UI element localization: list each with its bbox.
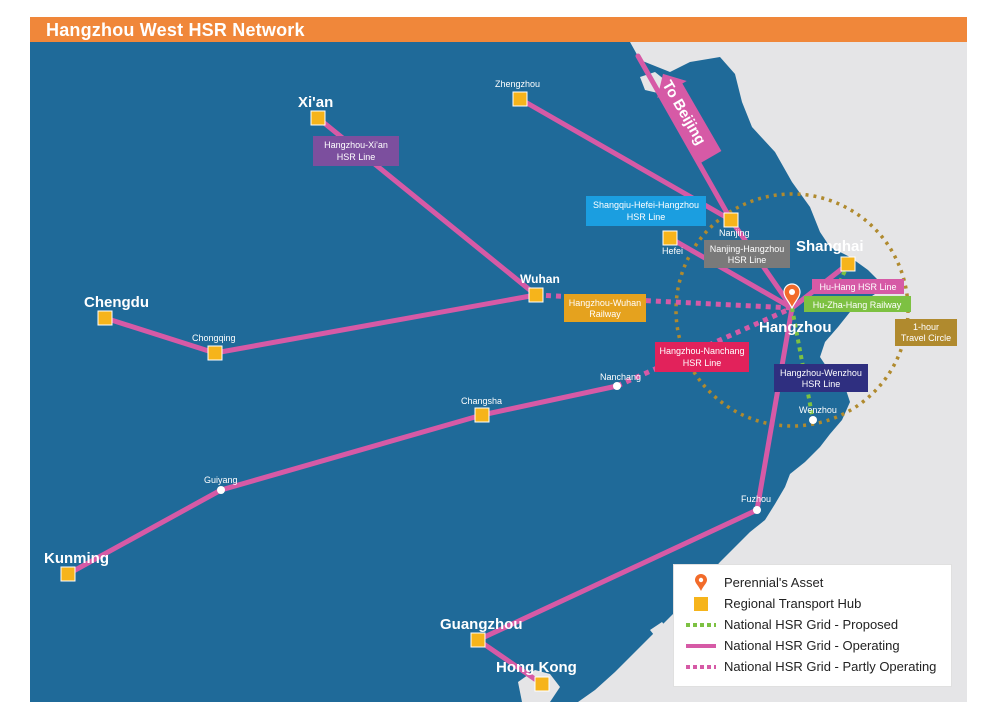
city-label-hangzhou: Hangzhou bbox=[759, 319, 832, 336]
svg-text:Hangzhou-Wuhan: Hangzhou-Wuhan bbox=[569, 298, 641, 308]
hub-hefei bbox=[662, 230, 678, 246]
label-box-huhang-line: Hu-Hang HSR Line bbox=[812, 279, 904, 294]
line-kunming-guiyang bbox=[65, 487, 224, 577]
hub-xian bbox=[310, 110, 326, 126]
city-label-guiyang: Guiyang bbox=[204, 475, 238, 485]
map-title: Hangzhou West HSR Network bbox=[46, 20, 305, 40]
hub-zhengzhou bbox=[512, 91, 528, 107]
city-label-wuhan: Wuhan bbox=[520, 272, 560, 286]
coast-detail bbox=[650, 622, 670, 640]
hub-shanghai bbox=[840, 256, 856, 272]
hub-chongqing bbox=[207, 345, 223, 361]
station-nanchang bbox=[613, 382, 621, 390]
svg-text:HSR Line: HSR Line bbox=[683, 358, 722, 368]
header-bar: Hangzhou West HSR Network bbox=[30, 17, 967, 42]
svg-text:Hu-Hang HSR Line: Hu-Hang HSR Line bbox=[819, 282, 896, 292]
line-chengdu-chongqing bbox=[102, 315, 218, 356]
legend-label-partly: National HSR Grid - Partly Operating bbox=[724, 659, 937, 674]
city-label-nanchang: Nanchang bbox=[600, 372, 641, 382]
hub-changsha bbox=[474, 407, 490, 423]
legend-label-asset: Perennial's Asset bbox=[724, 575, 824, 590]
hub-hongkong bbox=[534, 676, 550, 692]
city-label-nanjing: Nanjing bbox=[719, 228, 750, 238]
line-chongqing-wuhan bbox=[212, 292, 539, 356]
hub-kunming bbox=[60, 566, 76, 582]
asset-pin-icon bbox=[695, 574, 707, 591]
station-guiyang bbox=[217, 486, 225, 494]
svg-text:Shangqiu-Hefei-Hangzhou: Shangqiu-Hefei-Hangzhou bbox=[593, 200, 699, 210]
legend-row-asset: Perennial's Asset bbox=[674, 573, 951, 593]
station-fuzhou bbox=[753, 506, 761, 514]
svg-text:HSR Line: HSR Line bbox=[802, 379, 841, 389]
label-box-travel-circle: 1-hour Travel Circle bbox=[895, 319, 957, 346]
label-box-huzhahang-line: Hu-Zha-Hang Railway bbox=[804, 296, 911, 312]
operating-line-icon bbox=[686, 644, 716, 648]
hub-square-icon bbox=[694, 597, 708, 611]
city-label-changsha: Changsha bbox=[461, 396, 502, 406]
svg-text:HSR Line: HSR Line bbox=[337, 152, 376, 162]
legend-row-partly: National HSR Grid - Partly Operating bbox=[674, 657, 951, 677]
station-wenzhou bbox=[809, 416, 817, 424]
svg-text:Hangzhou-Nanchang: Hangzhou-Nanchang bbox=[659, 346, 744, 356]
svg-text:Hu-Zha-Hang Railway: Hu-Zha-Hang Railway bbox=[813, 300, 902, 310]
asset-pin-icon bbox=[783, 283, 801, 310]
city-label-shanghai: Shanghai bbox=[796, 238, 864, 255]
label-box-wuhan-line: Hangzhou-Wuhan Railway bbox=[564, 294, 646, 322]
city-label-kunming: Kunming bbox=[44, 550, 109, 567]
legend-label-proposed: National HSR Grid - Proposed bbox=[724, 617, 899, 632]
svg-text:1-hour: 1-hour bbox=[913, 322, 939, 332]
label-box-xian-line: Hangzhou-Xi'an HSR Line bbox=[313, 136, 399, 166]
hub-guangzhou bbox=[470, 632, 486, 648]
hub-chengdu bbox=[97, 310, 113, 326]
city-label-wenzhou: Wenzhou bbox=[799, 405, 837, 415]
partly-operating-line-icon bbox=[686, 665, 716, 669]
label-box-nanchang-line: Hangzhou-Nanchang HSR Line bbox=[655, 342, 749, 372]
city-label-xian: Xi'an bbox=[298, 94, 333, 111]
city-label-chengdu: Chengdu bbox=[84, 294, 149, 311]
svg-text:Hangzhou-Xi'an: Hangzhou-Xi'an bbox=[324, 140, 388, 150]
hsr-network-map: To Beijing bbox=[30, 42, 967, 702]
city-label-hefei: Hefei bbox=[662, 246, 683, 256]
line-guangzhou-hongkong bbox=[475, 637, 545, 687]
line-hangzhou-nanchang bbox=[615, 305, 794, 389]
coast-detail bbox=[890, 77, 935, 112]
line-hangzhou-fuzhou bbox=[754, 305, 795, 513]
svg-text:Railway: Railway bbox=[589, 309, 621, 319]
line-to-beijing bbox=[635, 53, 734, 223]
legend-label-hub: Regional Transport Hub bbox=[724, 596, 862, 611]
map-legend: Perennial's Asset Regional Transport Hub… bbox=[673, 564, 952, 687]
line-hefei-hangzhou bbox=[667, 235, 795, 311]
line-guiyang-changsha bbox=[218, 412, 485, 493]
hub-nanjing bbox=[723, 212, 739, 228]
city-label-zhengzhou: Zhengzhou bbox=[495, 79, 540, 89]
line-fuzhou-guangzhou bbox=[475, 507, 760, 643]
hub-wuhan bbox=[528, 287, 544, 303]
city-label-hongkong: Hong Kong bbox=[496, 659, 577, 676]
city-label-fuzhou: Fuzhou bbox=[741, 494, 771, 504]
sea-region bbox=[578, 42, 967, 702]
svg-text:Hangzhou-Wenzhou: Hangzhou-Wenzhou bbox=[780, 368, 862, 378]
svg-text:HSR Line: HSR Line bbox=[627, 212, 666, 222]
city-label-chongqing: Chongqing bbox=[192, 333, 236, 343]
label-box-wenzhou-line: Hangzhou-Wenzhou HSR Line bbox=[774, 364, 868, 392]
coast-detail bbox=[830, 336, 846, 352]
legend-row-hub: Regional Transport Hub bbox=[674, 594, 951, 614]
label-box-nanjing-line: Nanjing-Hangzhou HSR Line bbox=[704, 240, 790, 268]
svg-text:Travel Circle: Travel Circle bbox=[901, 333, 951, 343]
svg-text:HSR Line: HSR Line bbox=[728, 255, 767, 265]
legend-label-operating: National HSR Grid - Operating bbox=[724, 638, 900, 653]
label-box-shangqiu-line: Shangqiu-Hefei-Hangzhou HSR Line bbox=[586, 196, 706, 226]
legend-row-operating: National HSR Grid - Operating bbox=[674, 636, 951, 656]
city-label-guangzhou: Guangzhou bbox=[440, 616, 523, 633]
proposed-line-icon bbox=[686, 623, 716, 627]
legend-row-proposed: National HSR Grid - Proposed bbox=[674, 615, 951, 635]
line-changsha-nanchang bbox=[479, 383, 620, 418]
svg-text:Nanjing-Hangzhou: Nanjing-Hangzhou bbox=[710, 244, 785, 254]
